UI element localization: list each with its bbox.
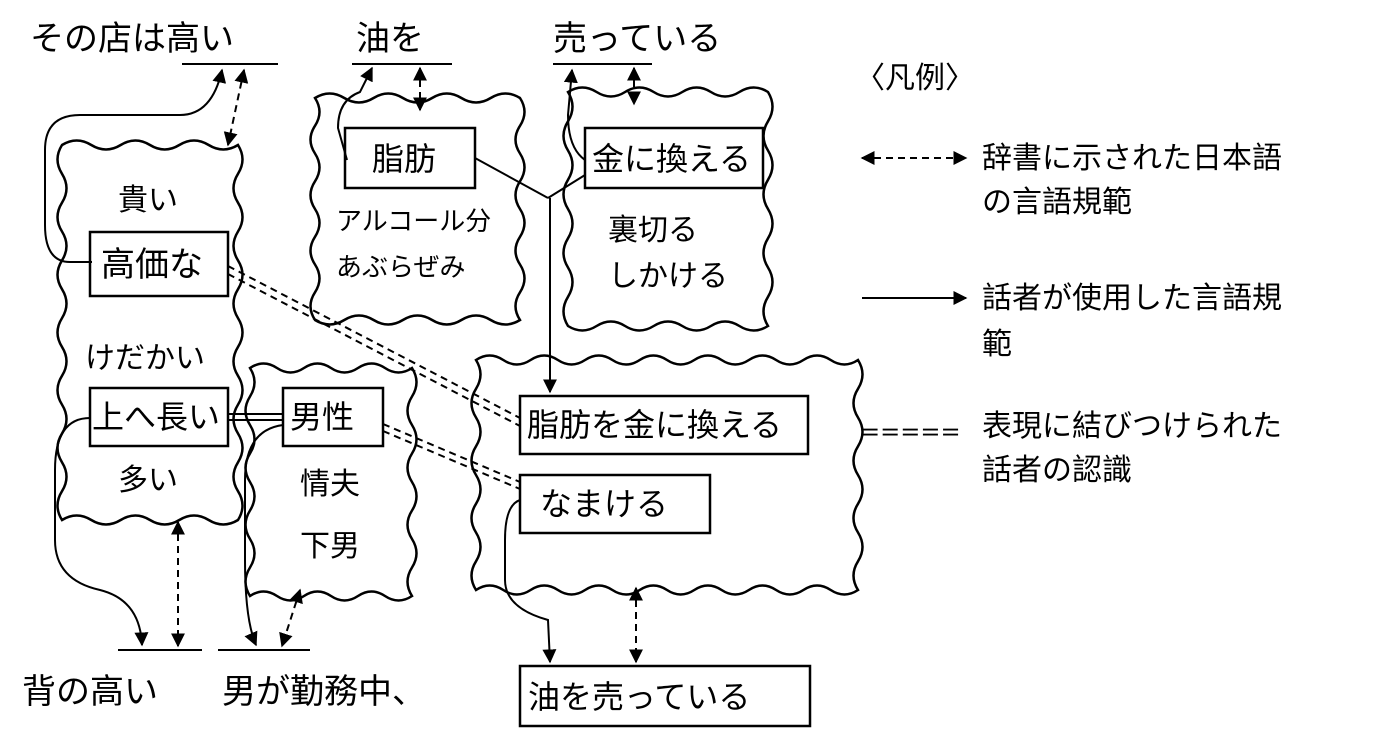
sentence1-part1: その店は高い <box>30 19 234 59</box>
abura-box-shibou <box>343 126 477 190</box>
sentence2-part3: 油を売っている <box>528 678 750 716</box>
solid-arrow-namakeru <box>504 499 557 664</box>
takai-item-ooi: 多い <box>118 463 178 498</box>
takai-item-toutoi: 貴い <box>118 183 178 218</box>
uru-item-uragiru: 裏切る <box>608 213 698 248</box>
legend-solid-line2: 範 <box>982 327 1012 362</box>
legend-double-line-icon: ===== <box>860 418 961 446</box>
idiom-meaning-cluster <box>470 354 864 596</box>
dashed-arrow-otoko <box>279 588 303 648</box>
legend-double-line1: 表現に結びつけられた <box>982 409 1282 444</box>
idiom-item-namakeru: なまける <box>540 485 668 523</box>
uru-meaning-cluster <box>562 86 774 332</box>
otoko-item-dansei: 男性 <box>290 398 354 436</box>
double-line-kouka-shibouwo <box>227 265 521 427</box>
legend-solid-line1: 話者が使用した言語規 <box>982 281 1282 316</box>
takai-item-kouka: 高価な <box>101 245 203 285</box>
otoko-meaning-cluster <box>244 362 418 602</box>
sentence2-part2: 男が勤務中、 <box>222 672 426 712</box>
idiom-box-namakeru <box>518 473 712 535</box>
legend-dashed-line2: の言語規範 <box>982 185 1132 220</box>
otoko-box-dansei <box>281 386 385 448</box>
double-line-uenagai-dansei <box>228 413 283 421</box>
solid-arrow-uru <box>563 68 586 161</box>
solid-arrow-senotakai <box>54 417 149 647</box>
abura-item-alcohol: アルコール分 <box>336 207 491 237</box>
takai-item-uenagai: 上へ長い <box>92 398 220 436</box>
abura-item-shibou: 脂肪 <box>372 140 436 178</box>
dashed-arrow-takai <box>223 68 249 147</box>
takai-meaning-cluster <box>56 139 244 526</box>
solid-arrow-abura <box>336 66 373 161</box>
solid-line-kane-to-idiom <box>547 174 586 199</box>
takai-box-kouka <box>88 230 230 298</box>
takai-item-kedakai: けだかい <box>85 341 205 376</box>
solid-arrow-sonomise <box>44 68 227 263</box>
abura-meaning-cluster <box>309 92 526 326</box>
legend-title: 〈凡例〉 <box>855 61 975 96</box>
solid-arrow-otoko <box>244 424 284 647</box>
solid-line-shibou-to-idiom <box>474 157 549 199</box>
otoko-item-genan: 下男 <box>300 529 360 564</box>
sentence1-part3: 売っている <box>553 19 721 59</box>
legend-dashed-line1: 辞書に示された日本語 <box>982 141 1282 176</box>
abura-item-aburazemi: あぶらぜみ <box>336 253 465 283</box>
idiom-box-shibouwo <box>518 394 810 456</box>
uru-item-shikakeru: しかける <box>608 259 728 294</box>
uru-item-kaneni: 金に換える <box>592 140 751 178</box>
idiom-item-shibouwo: 脂肪を金に換える <box>527 406 782 444</box>
sentence1-part2: 油を <box>356 19 424 59</box>
otoko-item-jouhu: 情夫 <box>300 467 360 502</box>
uru-box-kaneni <box>583 126 765 190</box>
answer-box <box>518 664 812 728</box>
sentence2-part1: 背の高い <box>22 672 158 712</box>
double-line-dansei-namakeru <box>382 423 521 490</box>
legend-double-line2: 話者の認識 <box>982 453 1132 488</box>
